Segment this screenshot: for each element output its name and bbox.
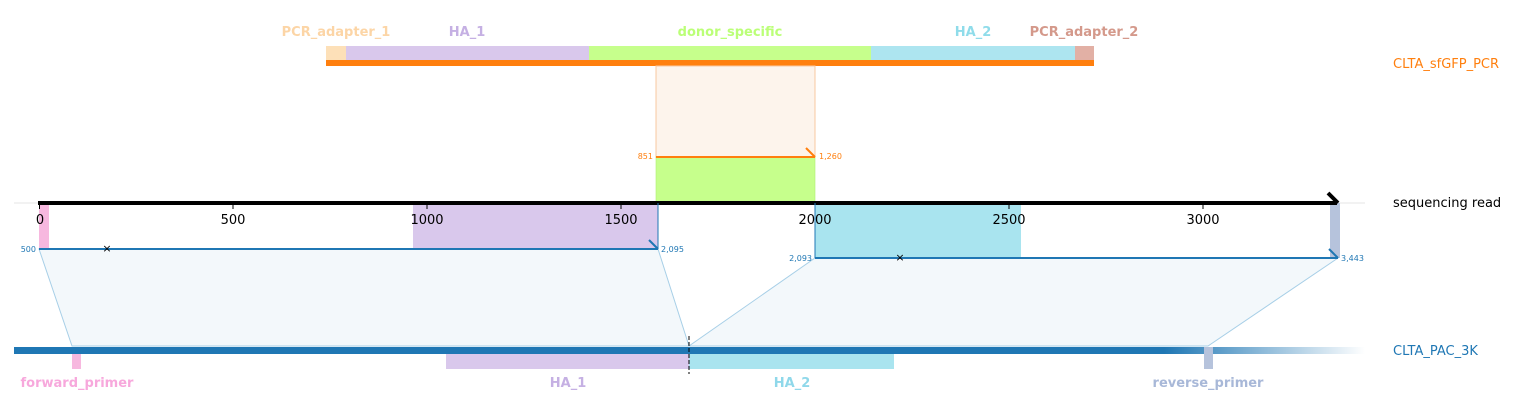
donor-feature-label-pcr-adapter-1: PCR_adapter_1 [282, 25, 391, 40]
read-track-name: sequencing read [1393, 196, 1501, 211]
reference-feature-reverse-primer[interactable] [1204, 347, 1213, 369]
reference-track-fade [1164, 347, 1365, 354]
donor-track-bar [326, 60, 1094, 66]
reference-feature-label-reverse-primer: reverse_primer [1153, 376, 1265, 391]
reference-feature-ha-1[interactable] [446, 354, 689, 369]
read-feature-donor-specific[interactable] [655, 156, 816, 204]
donor-read-alignment: 851 1,260 [638, 65, 842, 204]
alignment-end-hook-left [648, 239, 659, 250]
alignment-right-start: 2,093 [789, 254, 812, 263]
donor-feature-label-donor-specific: donor_specific [678, 25, 783, 40]
mismatch-marker: × [102, 242, 111, 255]
donor-feature-ha-2[interactable] [871, 46, 1075, 60]
donor-feature-pcr-adapter-2[interactable] [1075, 46, 1094, 60]
alignment-left-end: 2,095 [661, 245, 684, 254]
reference-feature-ha-2[interactable] [689, 354, 894, 369]
donor-feature-label-ha-1: HA_1 [449, 25, 486, 40]
donor-alignment-end-hook [805, 147, 816, 158]
read-track: 0 500 1000 1500 2000 2500 3000 sequencin… [14, 191, 1501, 258]
alignment-left-start: 500 [21, 245, 36, 254]
read-reference-alignment-left: × 500 2,095 [21, 203, 690, 347]
read-axis-tick-label: 1000 [410, 213, 443, 228]
donor-alignment-start: 851 [638, 152, 653, 161]
alignment-band-right [687, 257, 1340, 347]
read-axis-tick-label: 500 [221, 213, 246, 228]
read-axis-tick-label: 1500 [604, 213, 637, 228]
alignment-right-end: 3,443 [1341, 254, 1364, 263]
reference-feature-label-forward-primer: forward_primer [21, 376, 135, 391]
donor-alignment-end: 1,260 [819, 152, 842, 161]
donor-feature-label-pcr-adapter-2: PCR_adapter_2 [1030, 25, 1139, 40]
donor-track: PCR_adapter_1 HA_1 donor_specific HA_2 P… [282, 25, 1499, 72]
donor-feature-pcr-adapter-1[interactable] [326, 46, 346, 60]
donor-feature-label-ha-2: HA_2 [955, 25, 992, 40]
read-axis-tick-label: 0 [36, 213, 44, 228]
donor-feature-ha-1[interactable] [346, 46, 589, 60]
reference-feature-forward-primer[interactable] [72, 354, 81, 369]
alignment-end-hook-right [1328, 248, 1339, 259]
reference-feature-label-ha-2: HA_2 [774, 376, 811, 391]
donor-feature-donor-specific[interactable] [589, 46, 871, 60]
read-axis-tick-labels: 0 500 1000 1500 2000 2500 3000 [36, 213, 1220, 228]
read-axis-tick-label: 2500 [992, 213, 1025, 228]
reference-track-bar [14, 347, 1164, 354]
read-feature-ha-2[interactable] [815, 203, 1021, 258]
read-feature-ha-1[interactable] [413, 203, 658, 249]
read-feature-forward-primer[interactable] [39, 203, 49, 249]
donor-track-name: CLTA_sfGFP_PCR [1393, 57, 1499, 72]
read-reference-alignment-right: × 2,093 3,443 [687, 203, 1364, 347]
read-axis-tick-label: 3000 [1186, 213, 1219, 228]
read-feature-reverse-primer[interactable] [1330, 203, 1340, 258]
read-direction-arrow [1326, 191, 1340, 205]
alignment-band-left [38, 248, 690, 347]
reference-feature-label-ha-1: HA_1 [550, 376, 587, 391]
reference-track-name: CLTA_PAC_3K [1393, 344, 1478, 359]
donor-read-alignment-band [655, 65, 816, 158]
reference-track: forward_primer HA_1 HA_2 reverse_primer … [14, 336, 1478, 391]
mismatch-marker: × [895, 251, 904, 264]
